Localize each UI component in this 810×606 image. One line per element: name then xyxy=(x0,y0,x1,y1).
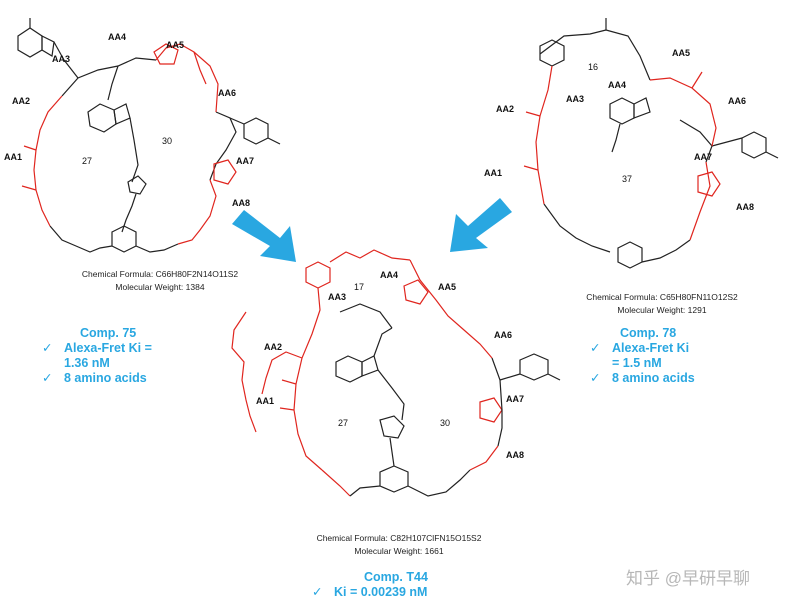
left-molecule xyxy=(17,18,281,253)
center-molecule xyxy=(231,249,561,497)
center-ring-17: 17 xyxy=(354,282,364,292)
right-aa6-label: AA6 xyxy=(728,96,746,106)
left-arrow xyxy=(232,210,296,262)
left-aa2-label: AA2 xyxy=(12,96,30,106)
right-aa8-label: AA8 xyxy=(736,202,754,212)
left-aa1-label: AA1 xyxy=(4,152,22,162)
right-molecular-weight: Molecular Weight: 1291 xyxy=(617,305,707,315)
left-aa3-label: AA3 xyxy=(52,54,70,64)
right-aa5-label: AA5 xyxy=(672,48,690,58)
center-aa4-label: AA4 xyxy=(380,270,398,280)
center-molecular-weight: Molecular Weight: 1661 xyxy=(354,546,444,556)
center-aa6-label: AA6 xyxy=(494,330,512,340)
left-aa4-label: AA4 xyxy=(108,32,126,42)
check-icon: ✓ xyxy=(590,341,601,355)
left-formula: Chemical Formula: C66H80F2N14O11S2 xyxy=(81,269,239,279)
right-aa4-label: AA4 xyxy=(608,80,626,90)
left-backbone-black xyxy=(49,57,281,253)
center-backbone-black xyxy=(335,303,561,497)
left-aa7-label: AA7 xyxy=(236,156,254,166)
left-aa8-label: AA8 xyxy=(232,198,250,208)
center-aa3-label: AA3 xyxy=(328,292,346,302)
comp-75-block: Comp. 75 ✓Alexa-Fret Ki = 1.36 nM ✓8 ami… xyxy=(42,326,152,386)
left-ring-30: 30 xyxy=(162,136,172,146)
center-aa1-label: AA1 xyxy=(256,396,274,406)
check-icon: ✓ xyxy=(312,585,323,599)
right-aa7-label: AA7 xyxy=(694,152,712,162)
left-aa5-label: AA5 xyxy=(166,40,184,50)
right-ring-37: 37 xyxy=(622,174,632,184)
check-icon: ✓ xyxy=(590,371,601,385)
center-aa7-label: AA7 xyxy=(506,394,524,404)
comp-t44-line1: ✓Ki = 0.00239 nM xyxy=(312,585,428,599)
center-ring-27: 27 xyxy=(338,418,348,428)
right-backbone-black xyxy=(539,18,779,269)
center-formula: Chemical Formula: C82H107ClFN15O15S2 xyxy=(316,533,482,543)
check-icon: ✓ xyxy=(42,371,53,385)
comp-78-name: Comp. 78 xyxy=(620,326,677,340)
left-indole-top xyxy=(17,18,79,79)
check-icon: ✓ xyxy=(42,341,53,355)
right-formula: Chemical Formula: C65H80FN11O12S2 xyxy=(586,292,738,302)
comp-75-line1: ✓Alexa-Fret Ki = xyxy=(42,341,152,355)
center-aa8-label: AA8 xyxy=(506,450,524,460)
right-aa2-label: AA2 xyxy=(496,104,514,114)
comp-78-line2: = 1.5 nM xyxy=(612,356,662,370)
center-backbone-red xyxy=(231,249,503,497)
comp-75-line2: 1.36 nM xyxy=(64,356,110,370)
comp-t44-name: Comp. T44 xyxy=(364,570,428,584)
center-aa2-label: AA2 xyxy=(264,342,282,352)
right-arrow xyxy=(450,198,512,252)
watermark: 知乎 @早研早聊 xyxy=(626,569,750,588)
comp-78-block: Comp. 78 ✓Alexa-Fret Ki = 1.5 nM ✓8 amin… xyxy=(590,326,695,386)
center-ring-30: 30 xyxy=(440,418,450,428)
comp-78-line1: ✓Alexa-Fret Ki xyxy=(590,341,690,355)
right-aa1-label: AA1 xyxy=(484,168,502,178)
center-aa5-label: AA5 xyxy=(438,282,456,292)
comp-t44-block: Comp. T44 ✓Ki = 0.00239 nM xyxy=(312,570,428,600)
comp-75-name: Comp. 75 xyxy=(80,326,137,340)
right-ring-16: 16 xyxy=(588,62,598,72)
left-aa6-label: AA6 xyxy=(218,88,236,98)
right-aa3-label: AA3 xyxy=(566,94,584,104)
right-molecule xyxy=(523,18,779,269)
left-backbone-red xyxy=(21,43,237,245)
left-ring-27: 27 xyxy=(82,156,92,166)
comp-78-line3: ✓8 amino acids xyxy=(590,371,695,385)
right-backbone-red xyxy=(523,65,721,241)
comp-75-line3: ✓8 amino acids xyxy=(42,371,147,385)
left-molecular-weight: Molecular Weight: 1384 xyxy=(115,282,205,292)
